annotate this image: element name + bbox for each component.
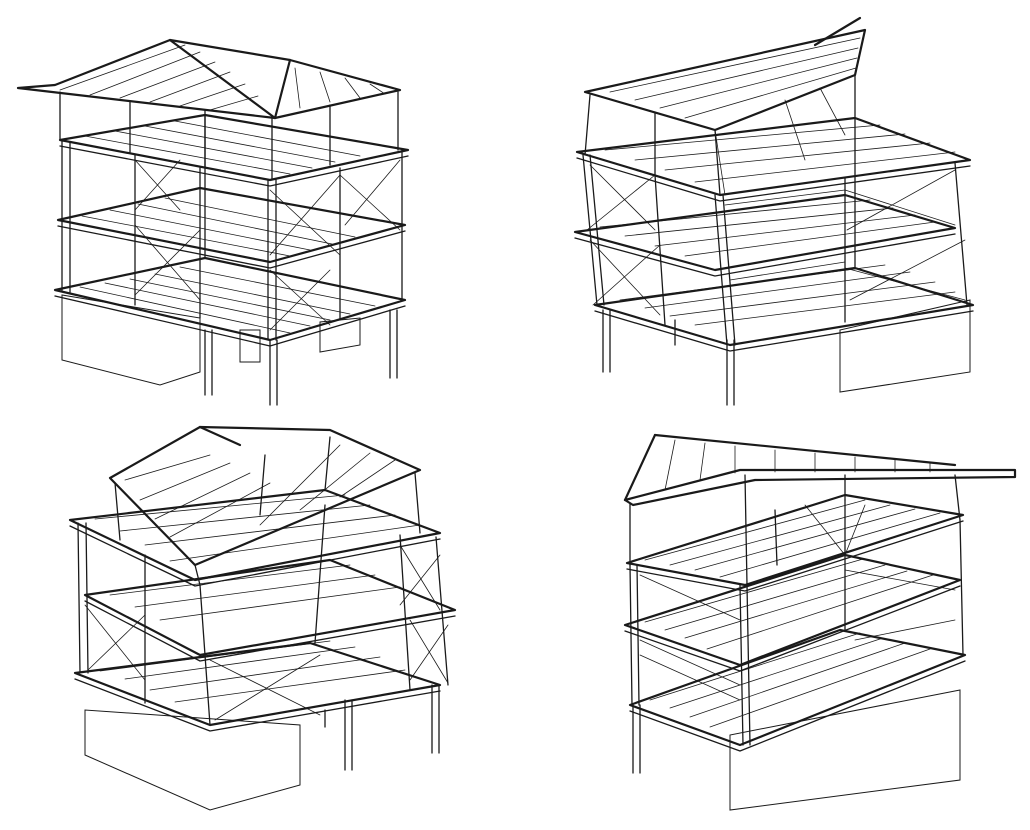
isometric-view-2 xyxy=(515,0,1030,415)
isometric-view-3 xyxy=(0,415,515,830)
frame-drawing-2 xyxy=(573,16,975,406)
frame-drawing-4 xyxy=(623,433,1017,811)
frame-drawing-3 xyxy=(68,425,457,811)
frame-drawing-1 xyxy=(16,38,410,406)
isometric-view-4 xyxy=(515,415,1030,830)
isometric-view-1 xyxy=(0,0,515,415)
